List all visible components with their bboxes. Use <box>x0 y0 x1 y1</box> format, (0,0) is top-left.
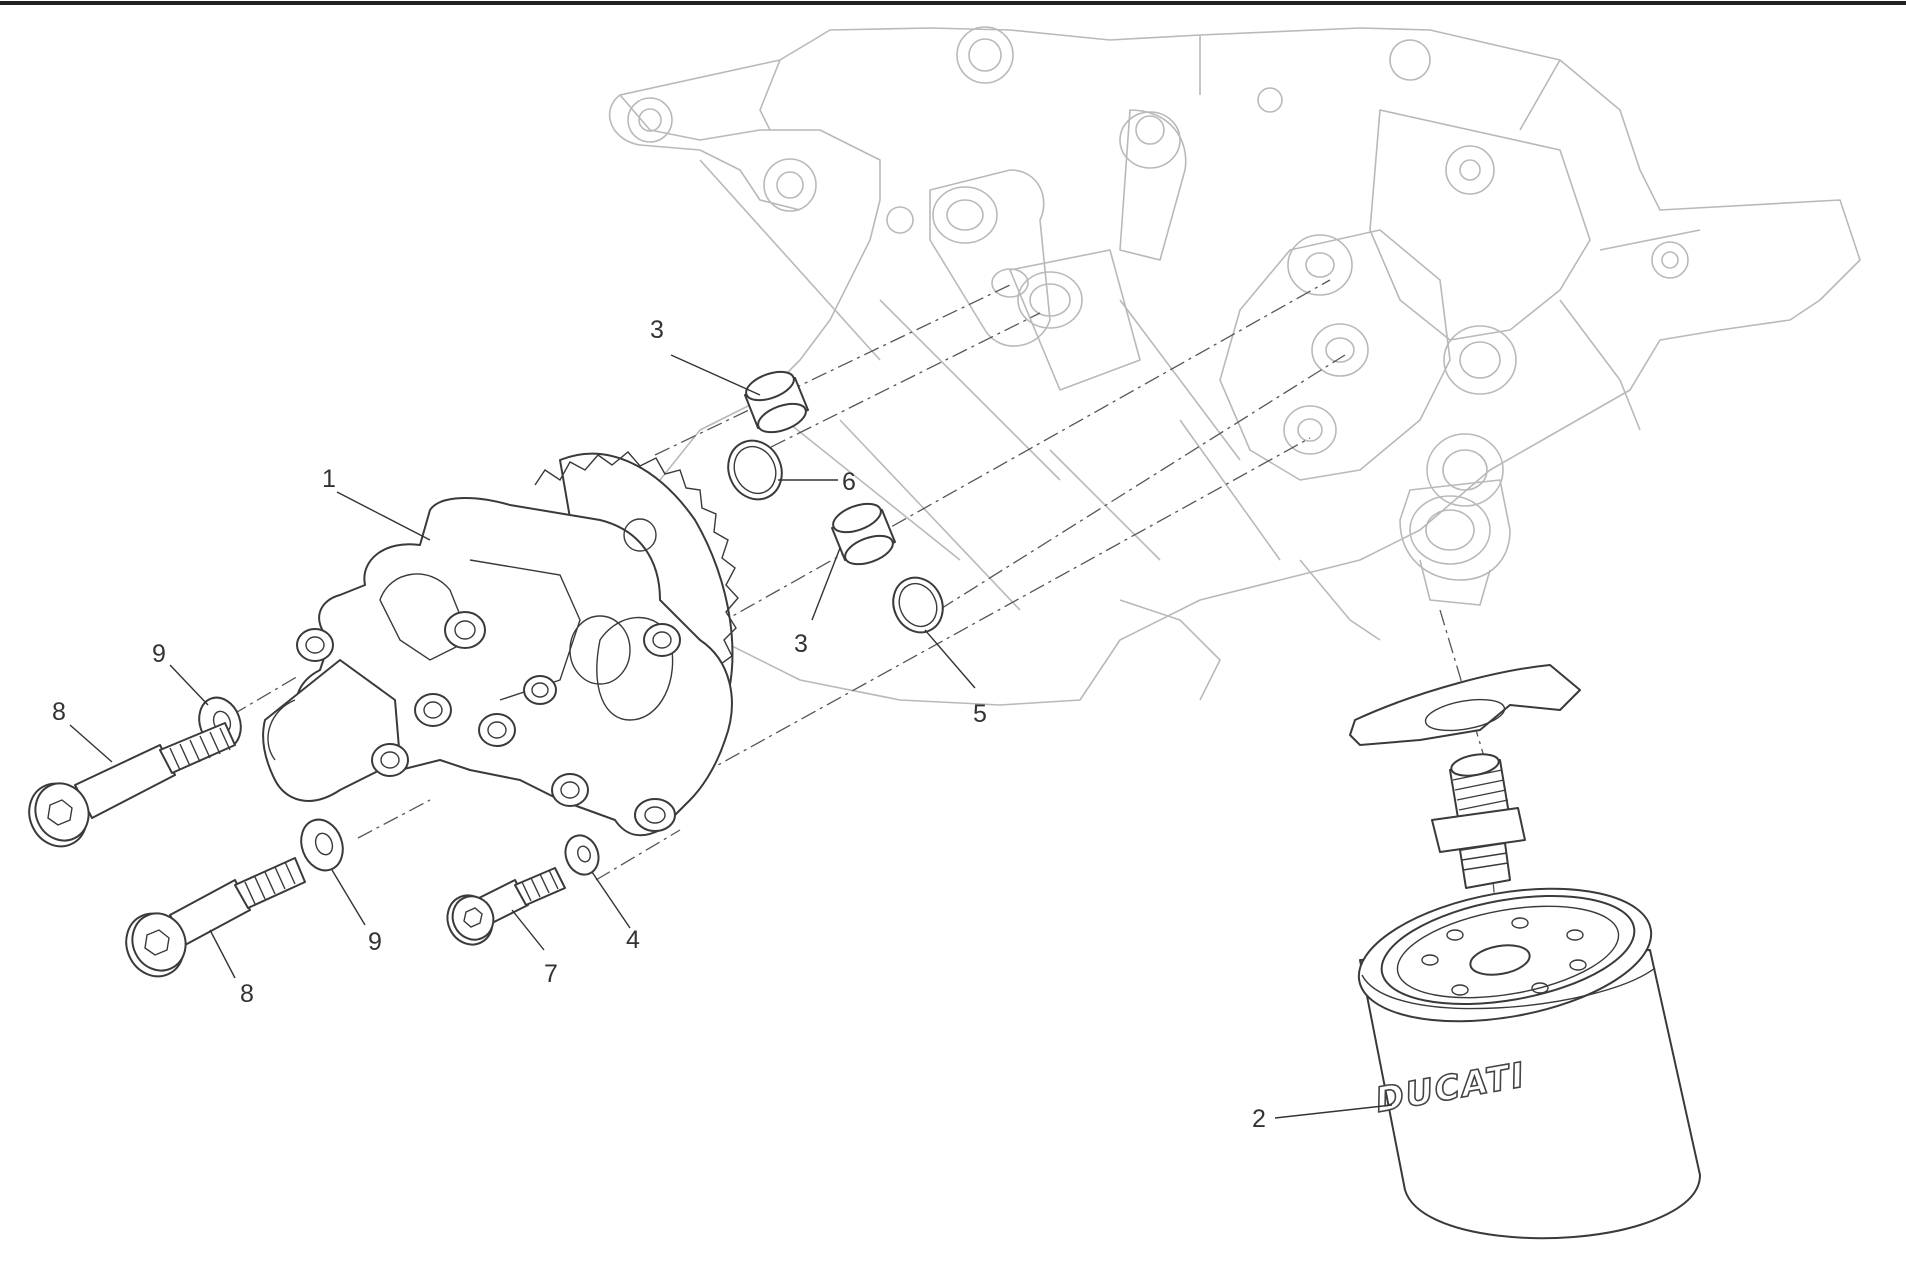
alignment-lines <box>231 279 1501 961</box>
filter-shield-plate <box>1349 664 1581 746</box>
callout-labels: 1 2 3 3 4 5 6 7 8 8 9 9 <box>52 316 1266 1133</box>
oil-filter: DUCATI <box>1357 887 1701 1240</box>
callout-9a: 9 <box>152 640 166 668</box>
o-ring-6 <box>727 439 783 501</box>
callout-2: 2 <box>1252 1105 1266 1133</box>
washer-9-lower <box>300 818 344 872</box>
washer-4 <box>564 834 600 876</box>
callout-6: 6 <box>842 468 856 496</box>
o-ring-5 <box>892 576 944 634</box>
filter-nipple <box>1431 753 1526 889</box>
dowel-bush-upper <box>744 370 809 434</box>
screw-7 <box>446 867 566 946</box>
callout-9b: 9 <box>368 928 382 956</box>
oil-pump <box>262 451 739 837</box>
callout-8b: 8 <box>240 980 254 1008</box>
crankcase-outline <box>608 26 1861 706</box>
callout-5: 5 <box>973 700 987 728</box>
screw-8-lower <box>125 857 306 978</box>
callout-4: 4 <box>626 926 640 954</box>
callout-1: 1 <box>322 465 336 493</box>
callout-3a: 3 <box>650 316 664 344</box>
callout-8a: 8 <box>52 698 66 726</box>
dowel-bush-lower <box>831 502 896 566</box>
leader-lines <box>69 354 1393 1119</box>
callout-7: 7 <box>544 960 558 988</box>
screw-8-upper <box>28 722 236 848</box>
callout-3b: 3 <box>794 630 808 658</box>
